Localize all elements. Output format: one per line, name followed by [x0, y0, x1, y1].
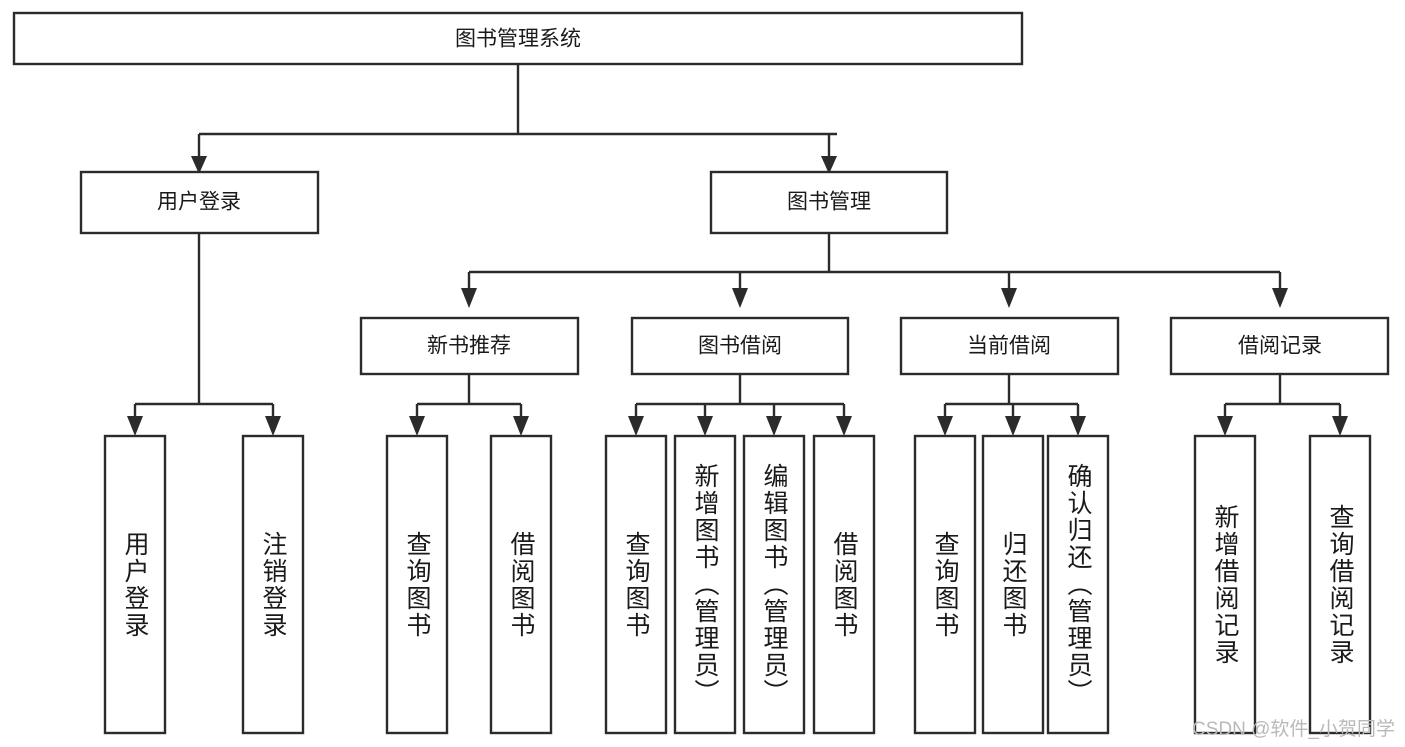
leaf-box-book-borrow-1[interactable] [673, 434, 737, 735]
csdn-watermark: CSDN @软件_小贺同学 [1192, 719, 1395, 740]
connector-newbook-to-leaves [409, 374, 529, 436]
node-book-borrow-label: 图书借阅 [698, 335, 782, 358]
node-borrow-record-label: 借阅记录 [1238, 335, 1322, 358]
node-new-book-recommend[interactable]: 新书推荐 [359, 316, 580, 376]
connector-bookmgmt-to-level3 [461, 233, 1288, 308]
node-book-management[interactable]: 图书管理 [709, 170, 949, 235]
leaf-box-borrow-record-1[interactable] [1308, 434, 1372, 735]
connector-userlogin-to-leaves [127, 233, 281, 436]
leaf-box-new-book-1[interactable] [489, 434, 553, 735]
connector-currentborrow-to-leaves [937, 374, 1086, 436]
leaf-box-user-login-1[interactable] [241, 434, 305, 735]
leaf-box-current-borrow-1[interactable] [981, 434, 1045, 735]
leaf-box-current-borrow-2[interactable] [1046, 434, 1110, 735]
connector-root-to-level2 [191, 64, 837, 174]
node-new-book-recommend-label: 新书推荐 [427, 335, 511, 358]
node-user-login-label: 用户登录 [157, 191, 241, 214]
leaf-box-new-book-0[interactable] [385, 434, 449, 735]
leaf-box-book-borrow-2[interactable] [742, 434, 806, 735]
leaf-box-current-borrow-0[interactable] [913, 434, 977, 735]
node-root[interactable]: 图书管理系统 [12, 11, 1024, 66]
leaf-box-book-borrow-0[interactable] [604, 434, 668, 735]
node-user-login[interactable]: 用户登录 [79, 170, 320, 235]
node-borrow-record[interactable]: 借阅记录 [1169, 316, 1390, 376]
node-current-borrow-label: 当前借阅 [967, 335, 1051, 358]
node-current-borrow[interactable]: 当前借阅 [899, 316, 1120, 376]
leaf-box-book-borrow-3[interactable] [812, 434, 876, 735]
node-book-management-label: 图书管理 [787, 191, 871, 214]
leaf-box-borrow-record-0[interactable] [1193, 434, 1257, 735]
node-root-label: 图书管理系统 [455, 28, 581, 51]
leaf-box-user-login-0[interactable] [103, 434, 167, 735]
connector-bookborrow-to-leaves [628, 374, 852, 436]
node-book-borrow[interactable]: 图书借阅 [630, 316, 850, 376]
connector-borrowrecord-to-leaves [1217, 374, 1348, 436]
